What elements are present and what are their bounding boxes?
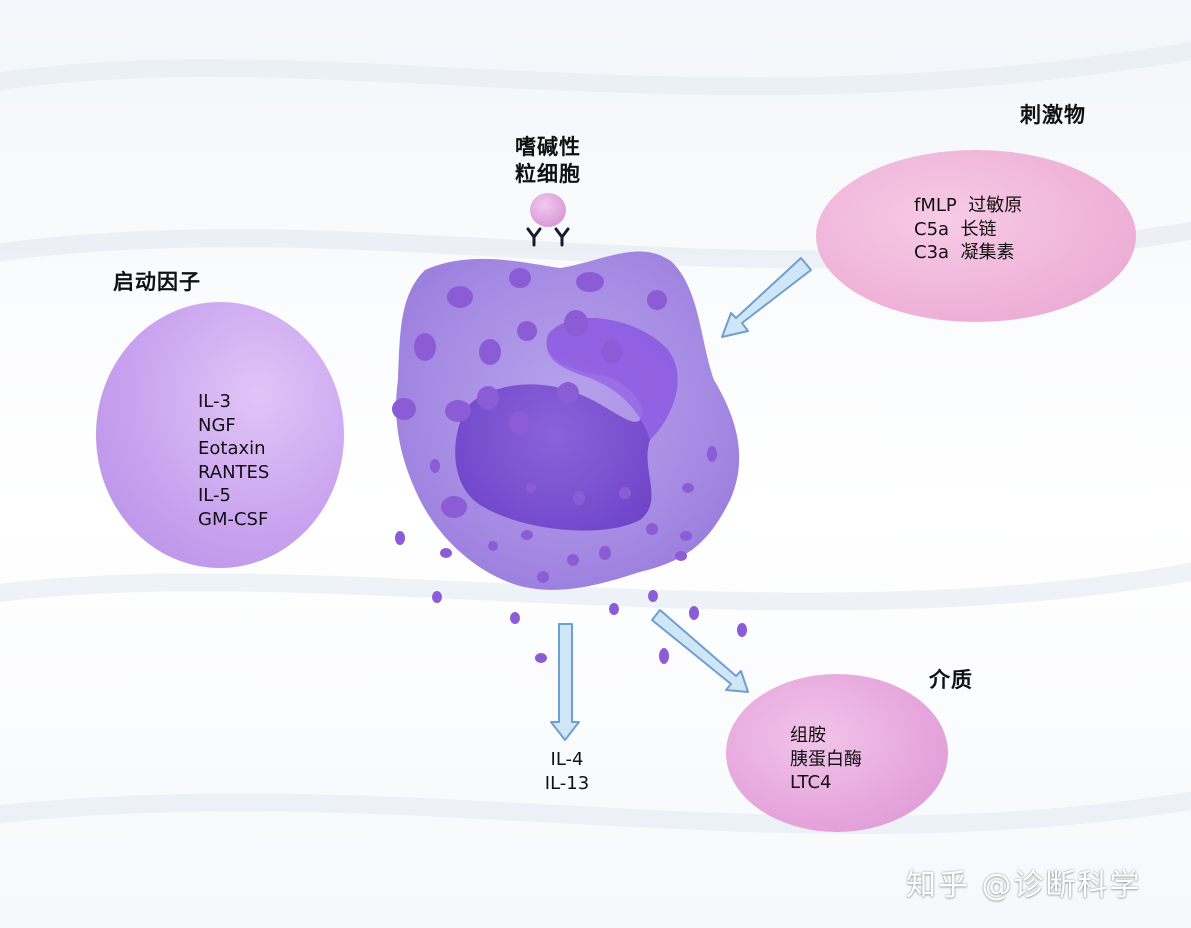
list-item: GM-CSF	[198, 508, 269, 530]
initiating-factors-heading: 启动因子	[113, 270, 201, 294]
initiating-factors-list: IL-3 NGF Eotaxin RANTES IL-5 GM-CSF	[198, 390, 269, 531]
list-item: RANTES	[198, 461, 270, 483]
cytokines-list: IL-4 IL-13	[542, 748, 592, 795]
list-item: IL-13	[544, 772, 590, 794]
mediators-list: 组胺 胰蛋白酶 LTC4	[790, 724, 862, 795]
list-item: 胰蛋白酶	[790, 748, 862, 770]
list-item: LTC4	[790, 772, 832, 793]
stimuli-heading: 刺激物	[1020, 103, 1086, 127]
list-item: fMLP 过敏原	[914, 195, 1023, 216]
list-item: IL-4	[550, 749, 584, 770]
list-item: IL-5	[198, 485, 231, 506]
cell-title-line2: 粒细胞	[515, 162, 581, 186]
receptor-icons	[526, 227, 570, 247]
list-item: IL-3	[198, 391, 231, 412]
stimuli-blob	[816, 150, 1136, 322]
arrow-cell-to-cytokines	[550, 623, 580, 741]
arrow-stimuli-to-cell	[721, 257, 812, 338]
allergen-ball	[530, 193, 566, 227]
list-item: NGF	[198, 414, 236, 436]
cell-title: 嗜碱性 粒细胞	[498, 134, 598, 188]
cell-title-line1: 嗜碱性	[515, 135, 581, 159]
watermark: 知乎 @诊断科学	[906, 868, 1142, 903]
list-item: C5a 长链	[914, 218, 997, 240]
mediators-heading: 介质	[929, 668, 973, 692]
granules-inside	[392, 268, 717, 583]
stimuli-list: fMLP 过敏原 C5a 长链 C3a 凝集素	[914, 194, 1022, 265]
arrow-cell-to-mediators	[651, 609, 749, 693]
mediators-blob	[726, 674, 948, 832]
list-item: 组胺	[790, 725, 826, 746]
initiating-factors-blob	[96, 302, 344, 568]
list-item: C3a 凝集素	[914, 242, 1015, 263]
nucleus-lobe	[546, 318, 678, 440]
granules-released	[395, 531, 747, 664]
list-item: Eotaxin	[198, 438, 266, 459]
